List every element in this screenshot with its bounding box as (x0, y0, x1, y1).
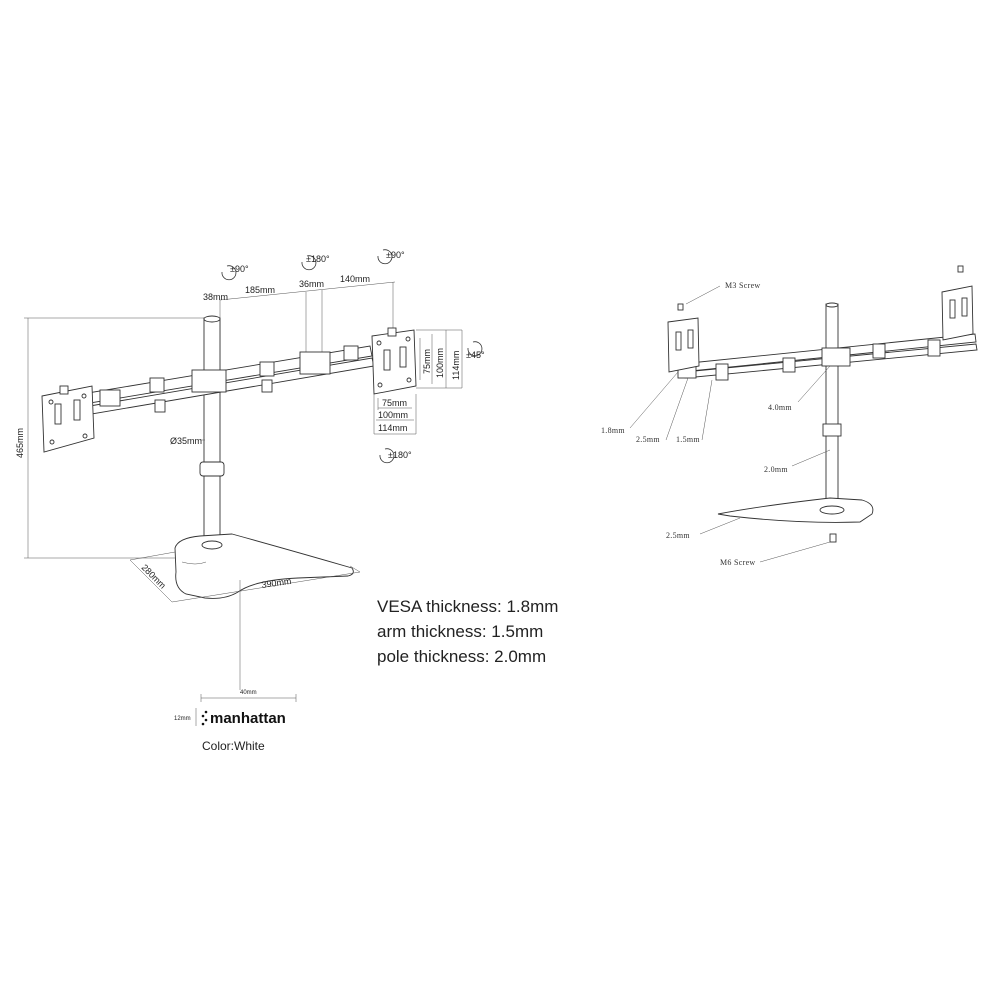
right-view: M3 Screw 1.8mm 2.5mm 1.5mm 4.0mm 2.0mm 2… (601, 265, 978, 567)
rotate-right-icon: ±90° (377, 249, 405, 265)
m6-screw-label: M6 Screw (720, 558, 756, 567)
base (174, 533, 354, 599)
pole-clamp (199, 461, 225, 477)
logo-block: 40mm 12mm manhattan Color:White (174, 690, 297, 753)
spec-arm-thickness: arm thickness: 1.5mm (377, 622, 543, 641)
left-view: 465mm 38mm 185mm 36mm 140mm ±90° ±180° ±… (15, 249, 485, 690)
dim-36: 36mm (299, 279, 324, 289)
m3-screw-label: M3 Screw (725, 281, 761, 290)
vesa-100-vertical: 100mm (435, 348, 445, 378)
rotate-swivel-icon: ±180° (301, 254, 330, 271)
color-label: Color:White (202, 739, 265, 753)
pole-thickness-note: 2.0mm (764, 465, 788, 474)
vesa-plate-left (41, 385, 95, 453)
rotate-left-icon: ±90° (221, 264, 249, 281)
logo-height: 12mm (174, 716, 191, 722)
svg-text:±90°: ±90° (230, 264, 249, 274)
height-label: 465mm (15, 428, 25, 458)
svg-text:±180°: ±180° (388, 450, 412, 460)
vesa-114-vertical: 114mm (451, 351, 461, 380)
base-depth: 280mm (140, 562, 168, 590)
pole-right (825, 303, 839, 515)
vesa-75-vertical: 75mm (422, 349, 432, 374)
arm-assembly (69, 345, 375, 417)
arm-thickness-note: 1.5mm (676, 435, 700, 444)
dim-140: 140mm (340, 274, 370, 284)
base-width: 390mm (261, 576, 292, 590)
vesa-114-horizontal: 114mm (378, 423, 407, 433)
dim-185: 185mm (245, 285, 275, 295)
rotate-bottom-icon: ±180° (379, 448, 412, 464)
pole-diameter: Ø35mm (170, 436, 202, 446)
manhattan-logo-icon (201, 710, 208, 726)
svg-text:±180°: ±180° (306, 254, 330, 264)
specs: VESA thickness: 1.8mm arm thickness: 1.5… (377, 597, 558, 666)
rotate-side-icon: ±45° (466, 341, 485, 360)
pole (203, 317, 221, 547)
spec-vesa-thickness: VESA thickness: 1.8mm (377, 597, 558, 616)
spec-pole-thickness: pole thickness: 2.0mm (377, 647, 546, 666)
vesa-100-horizontal: 100mm (378, 410, 408, 420)
vesa-thickness-note: 1.8mm (601, 426, 625, 435)
brand-logo: manhattan (210, 710, 286, 727)
base-thickness-note: 2.5mm (666, 531, 690, 540)
vesa-plate-right (371, 327, 417, 395)
dim-38: 38mm (203, 292, 228, 302)
logo-width: 40mm (240, 690, 257, 696)
svg-text:±90°: ±90° (386, 250, 405, 260)
clamp-thickness-note: 2.5mm (636, 435, 660, 444)
svg-text:±45°: ±45° (466, 350, 485, 360)
vesa-75-horizontal: 75mm (382, 398, 407, 408)
joint-thickness-note: 4.0mm (768, 403, 792, 412)
